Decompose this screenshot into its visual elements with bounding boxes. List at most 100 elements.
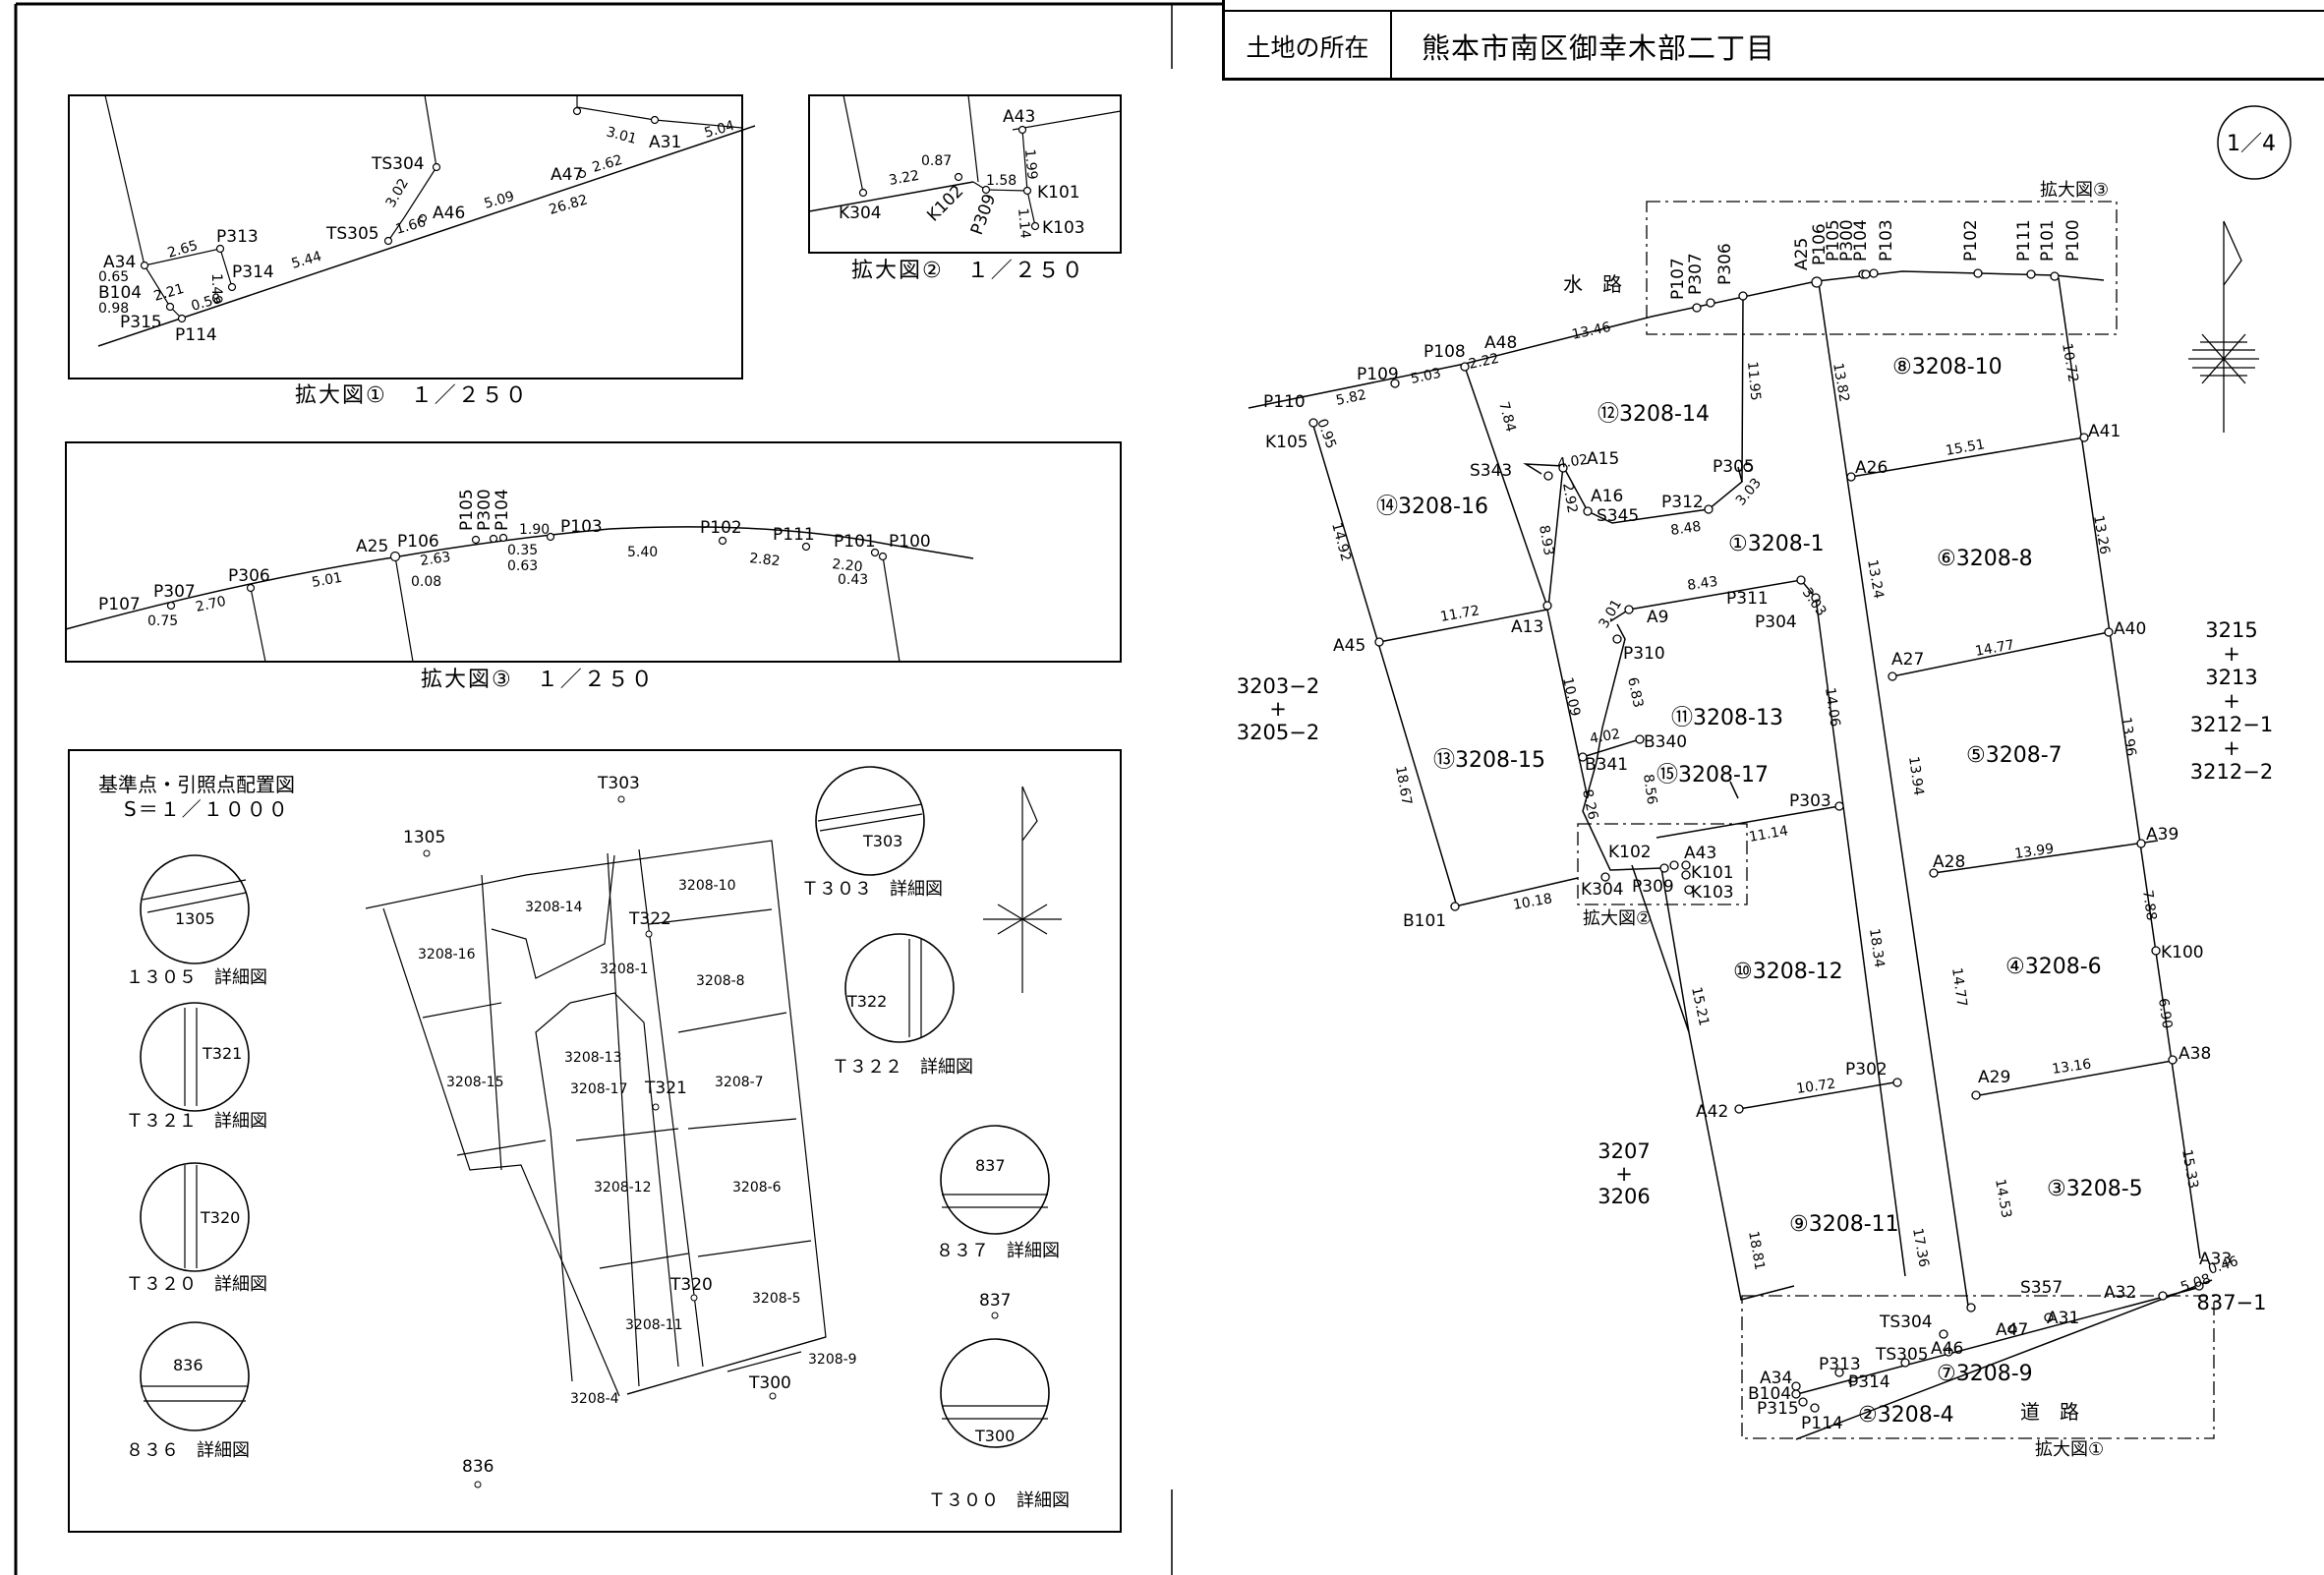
i1-dim: 1.66 xyxy=(394,214,428,238)
map-dim: 14.77 xyxy=(1974,637,2015,660)
map-point: P106 xyxy=(1810,223,1830,265)
neighbor-lot-east: 3212−2 xyxy=(2190,760,2273,784)
map-dim: 8.56 xyxy=(1640,773,1659,805)
i1-dim: 3.02 xyxy=(383,176,412,210)
i3-point: P300 xyxy=(475,489,494,531)
i3-dim: 2.70 xyxy=(195,594,228,615)
map-point: A9 xyxy=(1647,608,1668,627)
i2-point: K101 xyxy=(1037,183,1080,203)
map-dim: 3.03 xyxy=(1733,475,1765,508)
neighbor-lot-road: 837−1 xyxy=(2196,1291,2266,1314)
map-dim: 18.67 xyxy=(1392,765,1415,806)
north-arrow-icon xyxy=(983,786,1062,993)
map-point: A45 xyxy=(1333,636,1365,656)
map-point: P110 xyxy=(1263,392,1306,412)
map-point: P307 xyxy=(1686,253,1706,295)
lot-label: ⑦3208-9 xyxy=(1937,1362,2033,1386)
neighbor-lot-east: 3213 xyxy=(2205,666,2257,689)
map-point: P109 xyxy=(1357,365,1399,384)
i1-dim: 2.65 xyxy=(166,238,200,262)
map-point: B341 xyxy=(1585,755,1628,775)
lot-label: ⑩3208-12 xyxy=(1733,960,1843,984)
map-point: P103 xyxy=(1877,219,1896,262)
i1-dim: 26.82 xyxy=(548,192,590,217)
map-point: K100 xyxy=(2161,943,2204,962)
i3-point: P107 xyxy=(98,595,141,614)
map-point: TS304 xyxy=(1879,1312,1933,1332)
i1-point: P114 xyxy=(175,325,217,345)
map-point: S345 xyxy=(1597,506,1639,526)
bm-point: T300 xyxy=(748,1373,791,1393)
i1-dim: 2.21 xyxy=(152,281,186,305)
map-point: S357 xyxy=(2020,1278,2063,1298)
map-point: P300 xyxy=(1837,219,1857,262)
detail-mark: 837 xyxy=(975,1156,1006,1175)
benchmark-panel: 基準点・引照点配置図 S＝１／１０００ 1305 T321 T320 836 T… xyxy=(68,749,1122,1533)
neighbor-lot-east: + xyxy=(2223,736,2240,760)
header-rule xyxy=(1225,10,2324,12)
i1-dim: 0.98 xyxy=(98,301,129,317)
detail-caption: ８３７ 詳細図 xyxy=(936,1241,1060,1261)
map-point: P315 xyxy=(1757,1399,1799,1419)
map-point: A47 xyxy=(1996,1320,2028,1340)
detail-mark: 1305 xyxy=(175,909,215,928)
i2-point: K102 xyxy=(923,182,967,226)
i1-point: A47 xyxy=(551,165,583,185)
i3-dim: 0.43 xyxy=(838,572,868,588)
map-point: A40 xyxy=(2114,619,2146,639)
bm-lot: 3208-16 xyxy=(418,947,476,962)
inset-1-ref: 拡大図① xyxy=(2035,1439,2104,1460)
map-point: P305 xyxy=(1713,457,1755,477)
i2-point: A43 xyxy=(1003,107,1035,127)
map-point: P100 xyxy=(2063,219,2083,262)
map-dim: 5.82 xyxy=(1335,387,1368,409)
detail-mark: T320 xyxy=(200,1208,240,1227)
detail-mark: T300 xyxy=(974,1427,1015,1445)
i3-point: P307 xyxy=(153,582,196,602)
lot-label: ⑬3208-15 xyxy=(1433,748,1545,773)
lot-label: ⑥3208-8 xyxy=(1937,547,2033,571)
map-dim: 10.72 xyxy=(2059,342,2081,383)
map-point: A27 xyxy=(1891,650,1924,670)
map-dim: 4.02 xyxy=(1589,727,1621,747)
map-dim: 14.53 xyxy=(1992,1178,2014,1219)
neighbor-lot-west: 3203−2 xyxy=(1237,674,1319,698)
i1-point: P314 xyxy=(232,262,274,282)
benchmark-scale: S＝１／１０００ xyxy=(124,797,290,821)
map-point: K103 xyxy=(1691,883,1734,903)
bm-point: 1305 xyxy=(403,828,445,847)
i3-point: P306 xyxy=(228,566,270,586)
detail-caption: Ｔ３００ 詳細図 xyxy=(928,1490,1070,1511)
detail-caption: １３０５ 詳細図 xyxy=(126,967,267,988)
i1-point: A31 xyxy=(649,133,681,152)
map-point: P311 xyxy=(1726,589,1769,609)
map-dim: 15.51 xyxy=(1945,437,1986,459)
map-point: P102 xyxy=(1961,219,1981,262)
bm-lot: 3208-7 xyxy=(715,1075,764,1090)
detail-caption: Ｔ３２１ 詳細図 xyxy=(126,1111,267,1132)
i2-dim: 1.14 xyxy=(1015,207,1033,240)
map-dim: 14.92 xyxy=(1328,521,1354,563)
bm-lot: 3208-12 xyxy=(594,1180,652,1196)
map-dim: 15.21 xyxy=(1688,986,1712,1028)
map-point: S343 xyxy=(1470,461,1512,481)
inset-3-caption: 拡大図③ １／２５０ xyxy=(421,668,655,692)
map-dim: 13.16 xyxy=(2051,1057,2092,1078)
lot-label: ⑫3208-14 xyxy=(1598,402,1710,427)
bm-lot: 3208-11 xyxy=(625,1317,683,1333)
bm-lot: 3208-13 xyxy=(564,1050,622,1066)
lot-label: ④3208-6 xyxy=(2005,955,2102,979)
i3-point: P103 xyxy=(560,517,603,537)
map-dim: 8.26 xyxy=(1579,788,1600,822)
lot-label: ①3208-1 xyxy=(1728,532,1825,556)
i1-dim: 5.09 xyxy=(483,189,516,212)
map-point: P108 xyxy=(1423,342,1466,362)
i1-dim: 5.44 xyxy=(290,249,323,272)
map-dim: 4.02 xyxy=(1556,452,1589,472)
map-point: A29 xyxy=(1978,1068,2010,1087)
i1-point: A46 xyxy=(433,204,465,223)
map-dim: 18.34 xyxy=(1866,927,1887,968)
map-dim: 10.18 xyxy=(1512,891,1553,913)
i1-dim: 3.01 xyxy=(605,124,638,147)
map-point: P313 xyxy=(1819,1355,1861,1374)
